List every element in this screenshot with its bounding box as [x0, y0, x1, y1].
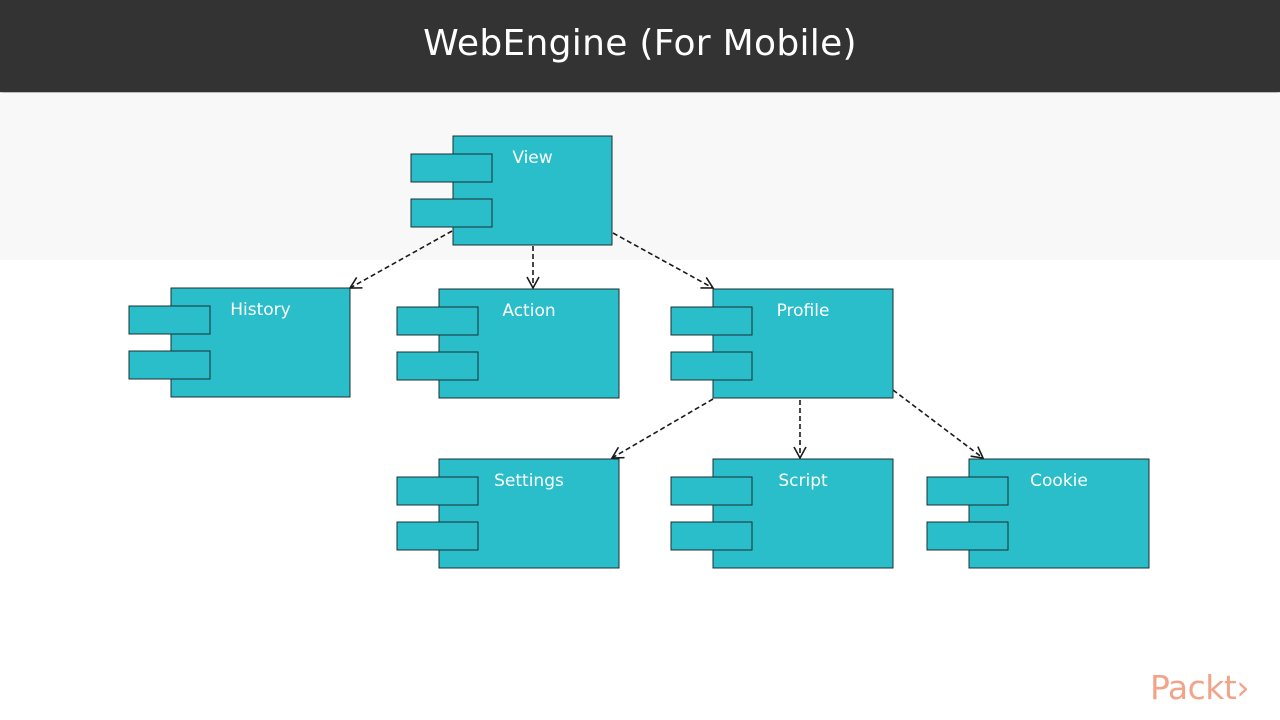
component-settings: Settings — [396, 458, 620, 569]
component-port — [128, 350, 211, 380]
component-port — [926, 521, 1009, 551]
dependency-arrow-view-to-history — [348, 230, 453, 289]
component-port — [396, 351, 479, 381]
component-port — [670, 476, 753, 506]
component-port — [396, 521, 479, 551]
component-profile: Profile — [670, 288, 894, 399]
page-title: WebEngine (For Mobile) — [423, 22, 857, 64]
packt-logo: Packt› — [1150, 668, 1250, 707]
component-label: History — [230, 300, 290, 320]
component-port — [670, 306, 753, 336]
component-cookie: Cookie — [926, 458, 1150, 569]
component-label: Settings — [494, 471, 564, 491]
component-label: Script — [778, 471, 828, 491]
component-history: History — [128, 287, 351, 398]
component-label: View — [512, 148, 552, 168]
component-action: Action — [396, 288, 620, 399]
dependency-arrow-profile-to-settings — [610, 398, 714, 459]
component-port — [410, 198, 493, 228]
component-label: Cookie — [1030, 471, 1088, 491]
component-port — [410, 153, 493, 183]
component-port — [128, 305, 211, 335]
component-label: Profile — [777, 301, 830, 321]
dependency-arrows — [348, 230, 985, 460]
component-view: View — [410, 135, 613, 246]
background-band — [0, 93, 1280, 260]
component-port — [926, 476, 1009, 506]
dependency-arrow-profile-to-cookie — [892, 389, 985, 460]
component-label: Action — [502, 301, 555, 321]
component-port — [670, 351, 753, 381]
dependency-arrow-view-to-profile — [612, 232, 715, 289]
component-port — [396, 306, 479, 336]
component-port — [396, 476, 479, 506]
component-port — [670, 521, 753, 551]
component-script: Script — [670, 458, 894, 569]
title-bar: WebEngine (For Mobile) — [0, 0, 1280, 92]
